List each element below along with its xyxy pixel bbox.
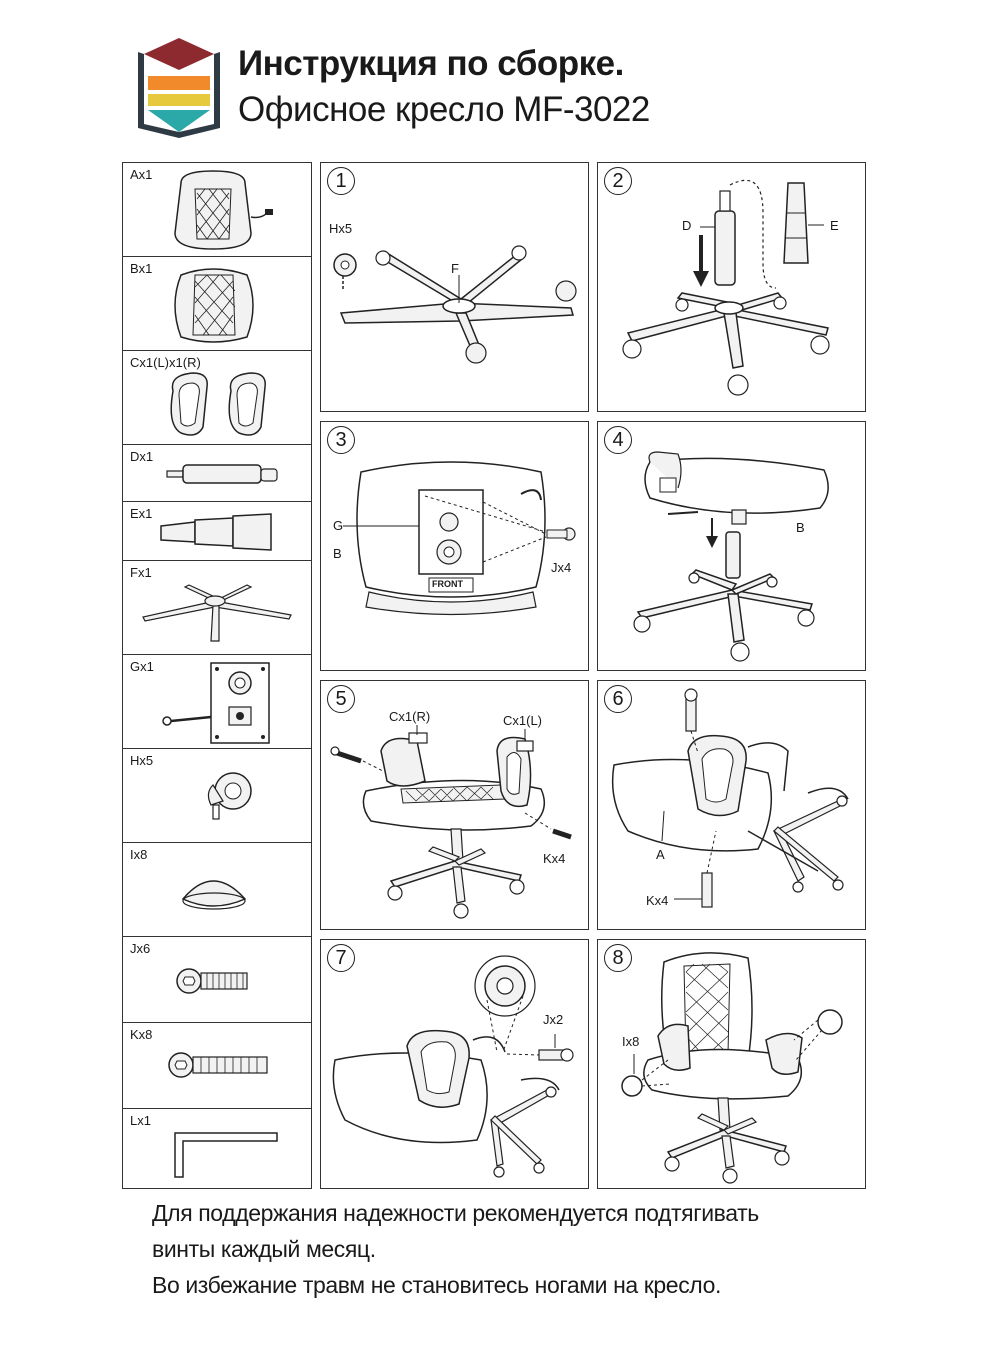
part-d: Dx1 [123,445,311,502]
parts-list: Ax1 Bx1 Cx1(L)x1(R) Dx1 [122,162,312,1189]
step-label: Kx4 [543,851,566,866]
seat-icon [174,268,254,343]
part-l: Lx1 [123,1109,311,1189]
seat-back-icon [174,170,273,250]
step-label: Kx4 [646,893,669,908]
logo-top-segment [144,38,214,70]
front-marker: FRONT [432,579,463,589]
part-h: Hx5 [123,749,311,843]
maintenance-note: Для поддержания надежности рекомендуется… [152,1200,759,1226]
safety-note: Во избежание травм не становитесь ногами… [152,1272,721,1298]
part-label: Lx1 [130,1113,151,1128]
step-2: 2 D E [597,162,866,412]
part-b: Bx1 [123,257,311,351]
step-8-illustration [621,952,843,1184]
part-j: Jx6 [123,937,311,1023]
step-1-illustration [333,245,577,364]
step-8: 8 Ix8 [597,939,866,1189]
step-number: 2 [604,167,632,195]
logo-yellow-band [148,94,210,106]
step-label: Ix8 [622,1034,640,1049]
part-f: Fx1 [123,561,311,655]
armrest-icon [170,372,266,436]
step-label: Jx2 [543,1012,564,1027]
part-g: Gx1 [123,655,311,749]
cap-icon [181,880,247,910]
step-3-illustration [343,461,576,616]
step-number: 4 [604,426,632,454]
part-e: Ex1 [123,502,311,561]
step-number: 8 [604,944,632,972]
step-label: Jx4 [551,560,572,575]
step-7-illustration [332,955,574,1178]
step-3: 3 G B Jx4 FRONT [320,421,589,671]
step-label: D [682,218,692,233]
step-4: 4 B [597,421,866,671]
step-label: Cx1(R) [389,709,431,724]
step-6: 6 A Kx4 [597,680,866,930]
part-label: Ax1 [130,167,153,182]
step-6-illustration [611,688,849,908]
gas-lift-icon [166,464,278,484]
step-number: 1 [327,167,355,195]
part-label: Ix8 [130,847,148,862]
part-a: Ax1 [123,163,311,257]
long-bolt-icon [168,1052,268,1078]
step-label: Cx1(L) [503,713,543,728]
part-i: Ix8 [123,843,311,937]
page-subtitle: Офисное кресло MF-3022 [238,90,650,129]
step-label: B [333,546,342,561]
step-label: F [451,261,459,276]
part-label: Ex1 [130,506,153,521]
short-bolt-icon [176,968,248,994]
part-label: Jx6 [130,941,151,956]
part-label: Cx1(L)x1(R) [130,355,201,370]
step-label: G [333,518,344,533]
mechanism-icon [162,662,270,744]
part-c: Cx1(L)x1(R) [123,351,311,445]
logo-teal-segment [148,110,210,132]
logo-frame [138,52,220,138]
step-5: 5 Cx1(R) Cx1(L) Kx4 [320,680,589,930]
step-5-illustration [330,725,572,919]
step-label: E [830,218,839,233]
step-2-illustration [622,179,830,396]
hex-key-icon [174,1132,278,1178]
part-label: Hx5 [130,753,154,768]
lift-cover-icon [160,513,272,551]
part-label: Bx1 [130,261,153,276]
step-number: 5 [327,685,355,713]
step-number: 3 [327,426,355,454]
part-label: Fx1 [130,565,152,580]
caster-icon [207,772,252,820]
step-7: 7 Jx2 [320,939,589,1189]
part-k: Kx8 [123,1023,311,1109]
step-1: 1 Hx5 F [320,162,589,412]
step-4-illustration [633,451,829,662]
step-label: Hx5 [329,221,353,236]
step-label: A [656,847,665,862]
step-number: 7 [327,944,355,972]
brand-logo [138,38,220,138]
step-number: 6 [604,685,632,713]
part-label: Gx1 [130,659,154,674]
base-icon [142,584,292,642]
part-label: Kx8 [130,1027,153,1042]
step-label: B [796,520,805,535]
maintenance-note-continued: винты каждый месяц. [152,1236,376,1262]
part-label: Dx1 [130,449,154,464]
page-title: Инструкция по сборке. [238,44,624,83]
logo-orange-band [148,76,210,90]
